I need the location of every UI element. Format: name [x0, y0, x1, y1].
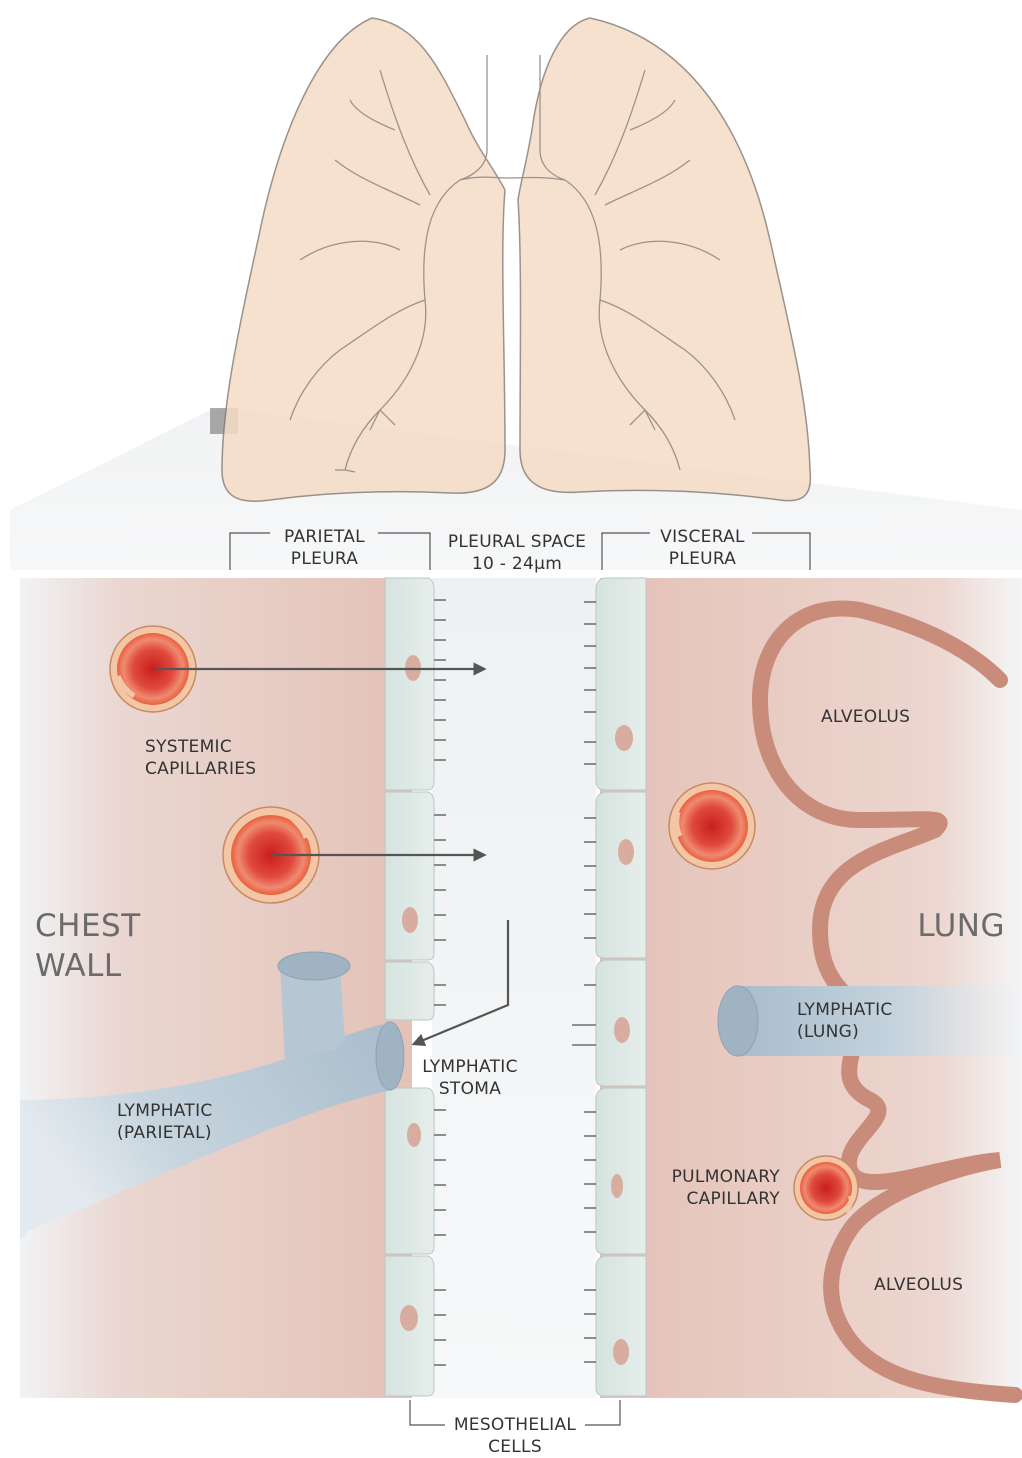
parietal-pleura-label: PARIETAL PLEURA	[262, 526, 387, 570]
pulmonary-capillary	[794, 1156, 858, 1220]
lung-label: LUNG	[880, 906, 1005, 946]
visceral-mesothelial-layer	[596, 578, 646, 1396]
chest-wall-label: CHEST WALL	[35, 906, 141, 986]
pleural-space-label: PLEURAL SPACE 10 - 24µm	[432, 531, 602, 575]
lungs-illustration	[222, 18, 810, 501]
chest-wall-tissue	[20, 578, 412, 1398]
visceral-pleura-label: VISCERAL PLEURA	[640, 526, 765, 570]
parietal-mesothelial-layer	[385, 578, 434, 1396]
lymphatic-lung-label: LYMPHATIC (LUNG)	[797, 999, 893, 1043]
mesothelial-cells-label: MESOTHELIAL CELLS	[440, 1414, 590, 1458]
lymphatic-stoma-label: LYMPHATIC STOMA	[410, 1056, 530, 1100]
pulmonary-capillary-label: PULMONARY CAPILLARY	[640, 1166, 780, 1210]
alveolus-top-label: ALVEOLUS	[821, 706, 910, 728]
lung-capillary	[669, 783, 755, 869]
systemic-capillaries-label: SYSTEMIC CAPILLARIES	[145, 736, 256, 780]
left-lung-shape	[518, 18, 810, 501]
pleural-space	[432, 578, 596, 1398]
lymphatic-parietal-label: LYMPHATIC (PARIETAL)	[117, 1100, 213, 1144]
alveolus-bottom-label: ALVEOLUS	[874, 1274, 963, 1296]
